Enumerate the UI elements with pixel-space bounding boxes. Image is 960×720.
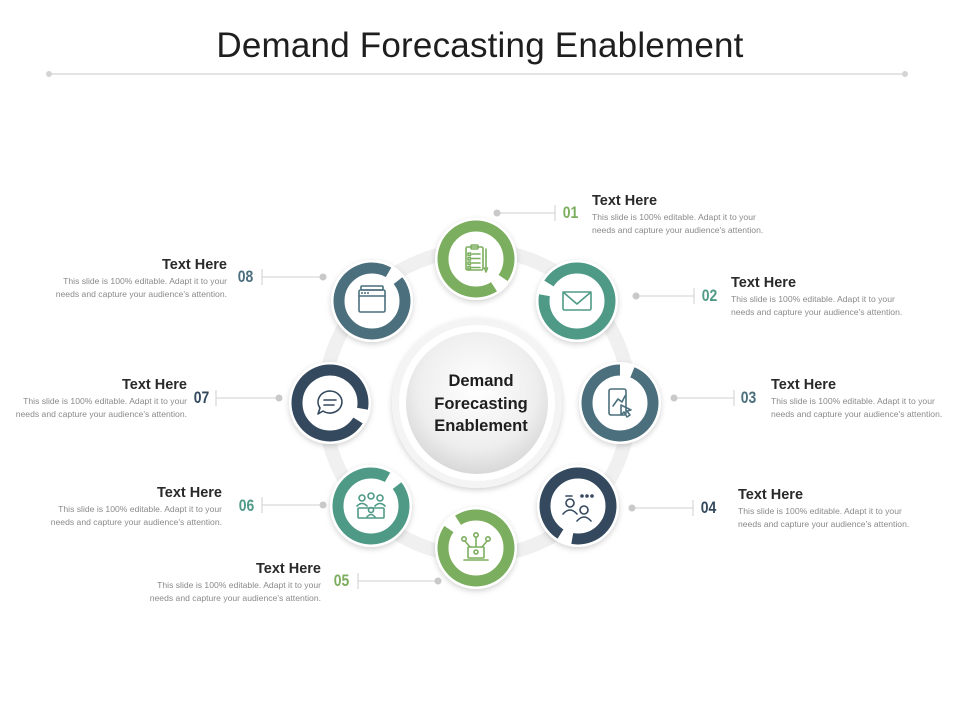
title-divider bbox=[46, 71, 908, 77]
step-text-08: Text Here This slide is 100% editable. A… bbox=[52, 257, 227, 300]
connector-line bbox=[261, 269, 327, 285]
step-text-06: Text Here This slide is 100% editable. A… bbox=[47, 485, 222, 528]
node-01 bbox=[435, 218, 517, 300]
touch-tablet-icon bbox=[608, 388, 632, 418]
node-04 bbox=[537, 465, 619, 547]
step-description: This slide is 100% editable. Adapt it to… bbox=[738, 506, 910, 529]
step-description: This slide is 100% editable. Adapt it to… bbox=[592, 212, 764, 235]
step-heading: Text Here bbox=[255, 561, 321, 577]
step-description: This slide is 100% editable. Adapt it to… bbox=[15, 396, 187, 419]
step-description: This slide is 100% editable. Adapt it to… bbox=[149, 580, 321, 603]
step-text-01: Text Here This slide is 100% editable. A… bbox=[592, 193, 767, 236]
step-number-01: 01 bbox=[562, 203, 579, 222]
slide-title: Demand Forecasting Enablement bbox=[216, 26, 744, 65]
people-chat-icon bbox=[562, 494, 594, 522]
connector-line bbox=[628, 500, 694, 516]
step-number-04: 04 bbox=[700, 498, 717, 517]
node-08 bbox=[331, 260, 413, 342]
step-heading: Text Here bbox=[592, 193, 658, 209]
connector-line bbox=[261, 497, 327, 513]
connector-line bbox=[632, 288, 695, 304]
step-number-08: 08 bbox=[237, 267, 254, 286]
step-text-07: Text Here This slide is 100% editable. A… bbox=[12, 377, 187, 420]
step-description: This slide is 100% editable. Adapt it to… bbox=[55, 276, 227, 299]
step-text-04: Text Here This slide is 100% editable. A… bbox=[738, 487, 913, 530]
step-heading: Text Here bbox=[121, 377, 187, 393]
step-text-05: Text Here This slide is 100% editable. A… bbox=[146, 561, 321, 604]
node-05 bbox=[435, 507, 517, 589]
center-hub bbox=[392, 318, 562, 488]
center-label: Demand Forecasting Enablement bbox=[434, 372, 528, 435]
node-06 bbox=[330, 465, 412, 547]
step-heading: Text Here bbox=[156, 485, 222, 501]
envelope-icon bbox=[562, 291, 592, 311]
step-heading: Text Here bbox=[738, 487, 804, 503]
laptop-network-icon bbox=[461, 532, 492, 561]
step-heading: Text Here bbox=[161, 257, 227, 273]
step-number-05: 05 bbox=[333, 571, 350, 590]
step-description: This slide is 100% editable. Adapt it to… bbox=[771, 396, 943, 419]
step-number-07: 07 bbox=[193, 388, 210, 407]
clipboard-checklist-icon bbox=[465, 244, 489, 273]
connector-line bbox=[493, 205, 556, 221]
step-description: This slide is 100% editable. Adapt it to… bbox=[50, 504, 222, 527]
connector-line bbox=[670, 390, 735, 406]
step-text-03: Text Here This slide is 100% editable. A… bbox=[771, 377, 946, 420]
step-text-02: Text Here This slide is 100% editable. A… bbox=[731, 275, 906, 318]
step-number-06: 06 bbox=[238, 496, 255, 515]
chat-bubble-icon bbox=[317, 390, 343, 415]
step-heading: Text Here bbox=[771, 377, 837, 393]
node-02 bbox=[536, 260, 618, 342]
browser-window-icon bbox=[358, 285, 386, 313]
step-heading: Text Here bbox=[731, 275, 797, 291]
step-number-03: 03 bbox=[740, 388, 757, 407]
team-group-icon bbox=[356, 492, 386, 519]
step-number-02: 02 bbox=[701, 286, 718, 305]
node-07 bbox=[289, 362, 371, 444]
connector-line bbox=[357, 573, 442, 589]
step-description: This slide is 100% editable. Adapt it to… bbox=[731, 294, 903, 317]
node-03 bbox=[579, 362, 661, 444]
connector-line bbox=[215, 390, 283, 406]
